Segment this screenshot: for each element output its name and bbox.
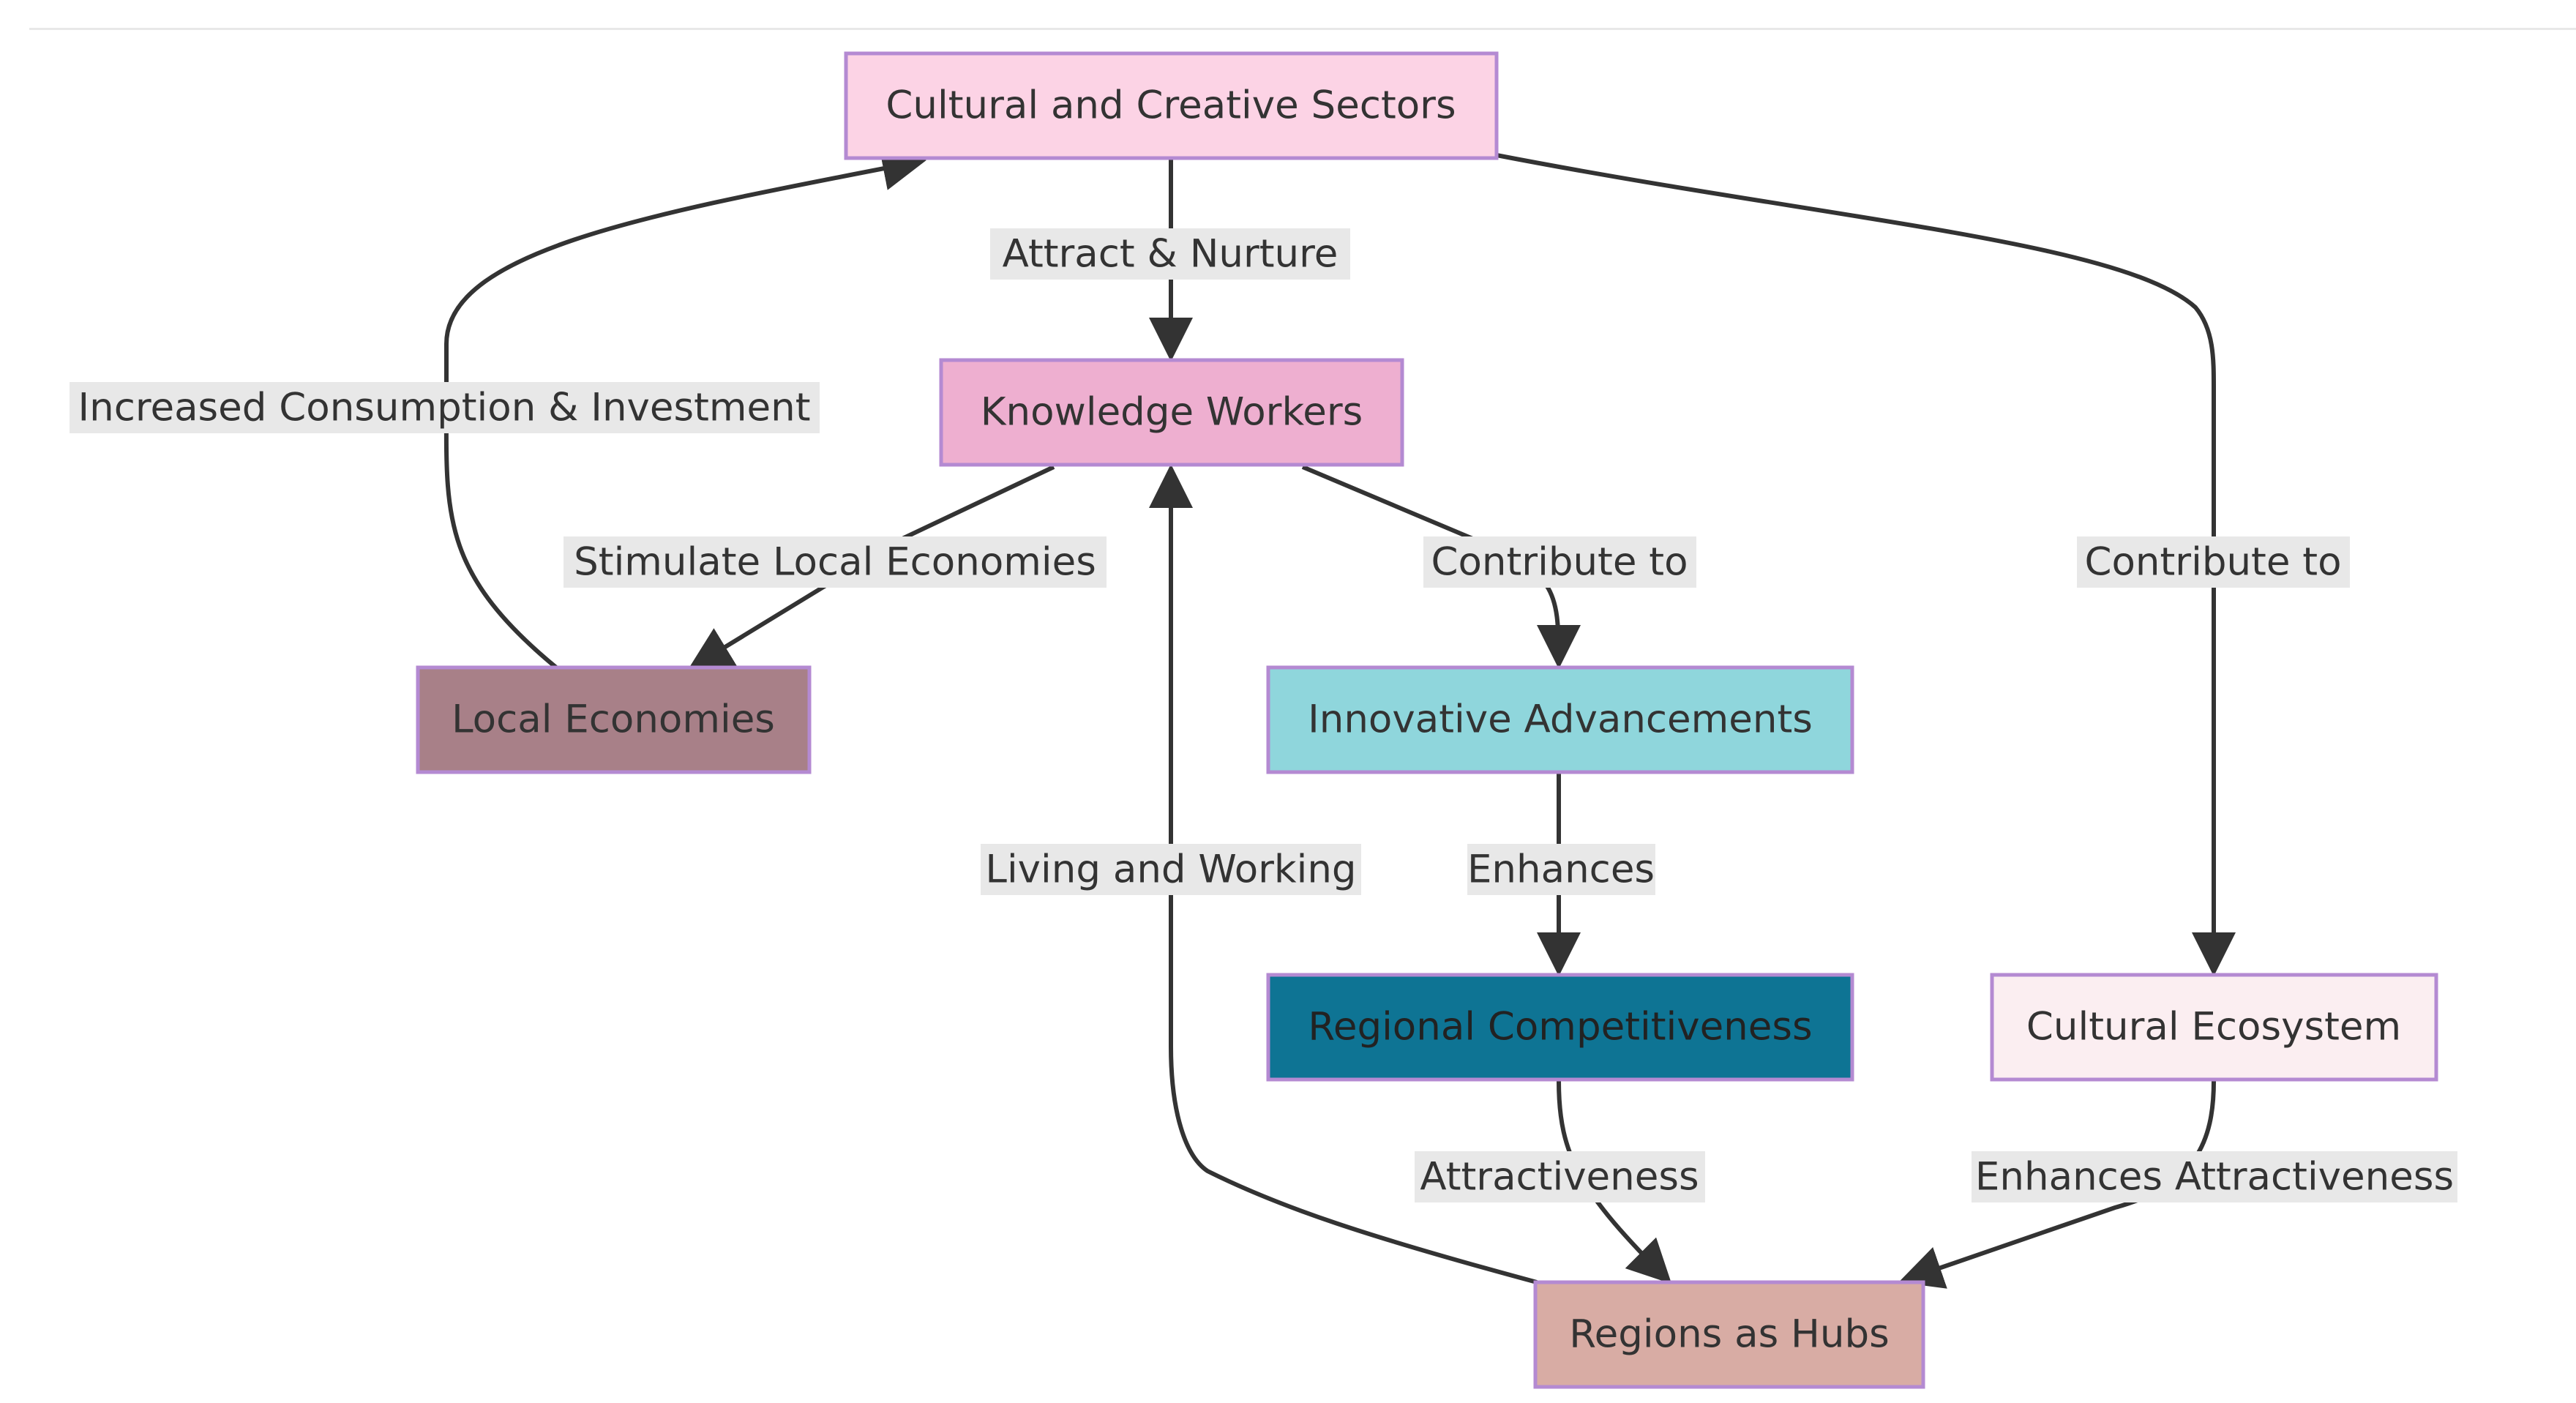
edge-label-living-and-working: Living and Working: [981, 844, 1361, 895]
node-regions-as-hubs[interactable]: Regions as Hubs: [1533, 1280, 1925, 1389]
edge-label-attract-nurture: Attract & Nurture: [990, 228, 1350, 280]
svg-text:Knowledge Workers: Knowledge Workers: [981, 390, 1363, 435]
svg-text:Stimulate Local Economies: Stimulate Local Economies: [574, 540, 1096, 585]
node-local-economies[interactable]: Local Economies: [416, 665, 812, 774]
edge-ccs-to-ce: [1496, 153, 2236, 976]
nodes: Cultural and Creative Sectors Knowledge …: [416, 51, 2438, 1389]
svg-text:Attract & Nurture: Attract & Nurture: [1003, 232, 1338, 277]
svg-text:Living and Working: Living and Working: [985, 848, 1356, 892]
node-innovative-advancements[interactable]: Innovative Advancements: [1266, 665, 1854, 774]
svg-text:Attractiveness: Attractiveness: [1420, 1155, 1699, 1200]
svg-text:Regions as Hubs: Regions as Hubs: [1569, 1312, 1890, 1357]
svg-text:Innovative Advancements: Innovative Advancements: [1308, 697, 1813, 742]
svg-text:Contribute to: Contribute to: [1431, 540, 1688, 585]
svg-text:Increased Consumption & Invest: Increased Consumption & Investment: [78, 386, 810, 430]
edge-label-increased-consumption: Increased Consumption & Investment: [70, 382, 820, 433]
svg-text:Cultural Ecosystem: Cultural Ecosystem: [2026, 1005, 2401, 1050]
svg-text:Contribute to: Contribute to: [2085, 540, 2342, 585]
top-divider: [29, 28, 2576, 30]
edge-labels: Attract & Nurture Increased Consumption …: [70, 228, 2457, 1202]
edge-label-enhances-attractiveness: Enhances Attractiveness: [1972, 1151, 2457, 1202]
edge-label-contribute-to-ia: Contribute to: [1423, 536, 1696, 588]
svg-text:Enhances Attractiveness: Enhances Attractiveness: [1975, 1155, 2454, 1200]
svg-text:Local Economies: Local Economies: [452, 697, 775, 742]
node-cultural-ecosystem[interactable]: Cultural Ecosystem: [1990, 973, 2438, 1082]
svg-text:Enhances: Enhances: [1467, 848, 1655, 892]
node-knowledge-workers[interactable]: Knowledge Workers: [939, 358, 1404, 467]
node-regional-competitiveness[interactable]: Regional Competitiveness: [1266, 973, 1854, 1082]
edge-rh-to-kw: [1149, 464, 1538, 1284]
node-cultural-creative-sectors[interactable]: Cultural and Creative Sectors: [844, 51, 1499, 160]
edge-le-to-ccs: [443, 146, 926, 670]
edge-label-enhances: Enhances: [1467, 844, 1655, 895]
edge-label-attractiveness: Attractiveness: [1415, 1151, 1705, 1202]
svg-text:Cultural and Creative Sectors: Cultural and Creative Sectors: [886, 83, 1456, 128]
edges: [443, 146, 2236, 1289]
svg-text:Regional Competitiveness: Regional Competitiveness: [1308, 1005, 1812, 1050]
edge-label-contribute-to-ce: Contribute to: [2077, 536, 2350, 588]
edge-label-stimulate-local-economies: Stimulate Local Economies: [564, 536, 1107, 588]
